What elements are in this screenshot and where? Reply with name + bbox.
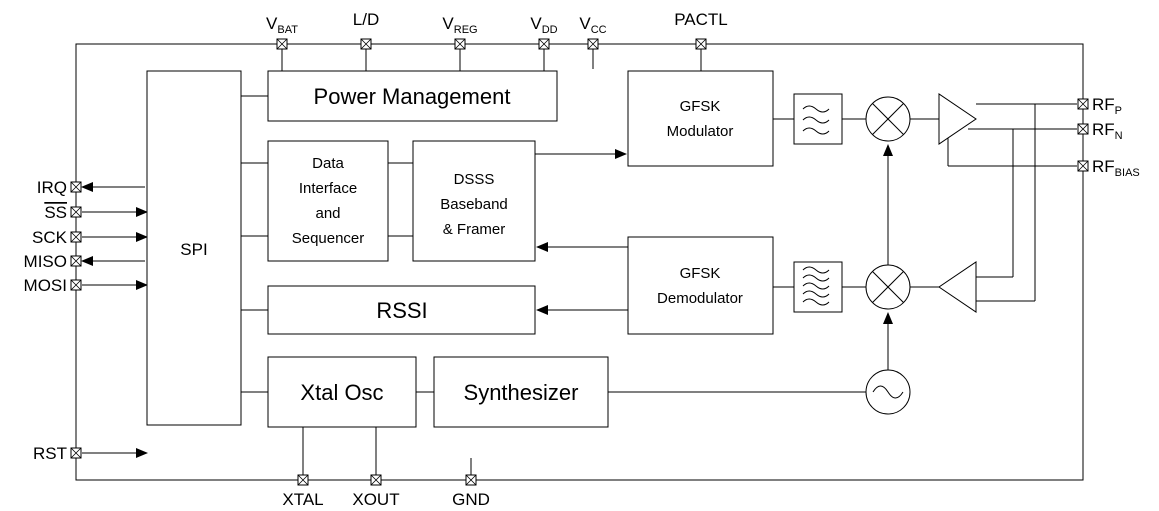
pin-label-rfp: RFP	[1092, 95, 1122, 117]
gfsk-modulator-block: GFSK Modulator	[627, 70, 774, 167]
gfsk-demodulator-block: GFSK Demodulator	[627, 236, 774, 335]
synthesizer-label: Synthesizer	[464, 380, 579, 405]
pin-label-ss: SS	[44, 203, 67, 222]
pin-label-gnd: GND	[452, 490, 490, 509]
tx-mixer-symbol	[865, 96, 911, 142]
pin-label-vdd: VDD	[530, 14, 557, 36]
xtal-osc-label: Xtal Osc	[300, 380, 383, 405]
rssi-label: RSSI	[376, 298, 427, 323]
pin-label-vreg: VREG	[442, 14, 477, 36]
pin-label-rst: RST	[33, 444, 67, 463]
pin-label-mosi: MOSI	[24, 276, 67, 295]
data-interface-block: Data Interface and Sequencer	[267, 140, 389, 262]
power-management-block: Power Management	[267, 70, 558, 122]
spi-label: SPI	[180, 240, 207, 259]
power-management-label: Power Management	[314, 84, 511, 109]
data-interface-line-1: Data	[312, 155, 344, 172]
rssi-block: RSSI	[267, 285, 536, 335]
lna-amplifier-symbol	[938, 261, 977, 313]
pin-label-xtal: XTAL	[282, 490, 323, 509]
pin-label-vbat: VBAT	[266, 14, 298, 36]
dsss-line-3: & Framer	[443, 221, 506, 238]
pin-label-sck: SCK	[32, 228, 68, 247]
local-oscillator-symbol	[865, 369, 911, 415]
rx-filter-symbol	[793, 261, 843, 313]
xtal-osc-block: Xtal Osc	[267, 356, 417, 428]
pin-label-rfbias: RFBIAS	[1092, 157, 1140, 179]
gfsk-modulator-line-2: Modulator	[667, 123, 734, 140]
dsss-line-2: Baseband	[440, 196, 508, 213]
spi-block: SPI	[146, 70, 242, 426]
pin-label-rfn: RFN	[1092, 120, 1123, 142]
pin-label-xout: XOUT	[352, 490, 399, 509]
data-interface-line-4: Sequencer	[292, 230, 365, 247]
pin-label-miso: MISO	[24, 252, 67, 271]
pin-label-irq: IRQ	[37, 178, 67, 197]
dsss-block: DSSS Baseband & Framer	[412, 140, 536, 262]
pin-label-pactl: PACTL	[674, 10, 728, 29]
gfsk-modulator-line-1: GFSK	[680, 98, 721, 115]
rx-mixer-symbol	[865, 264, 911, 310]
gfsk-demodulator-line-1: GFSK	[680, 265, 721, 282]
pa-amplifier-symbol	[938, 93, 977, 145]
gfsk-demodulator-line-2: Demodulator	[657, 290, 743, 307]
data-interface-line-2: Interface	[299, 180, 357, 197]
tx-filter-symbol	[793, 93, 843, 145]
pin-label-vcc: VCC	[579, 14, 606, 36]
data-interface-line-3: and	[315, 205, 340, 222]
dsss-line-1: DSSS	[454, 171, 495, 188]
synthesizer-block: Synthesizer	[433, 356, 609, 428]
pin-label-ld: L/D	[353, 10, 379, 29]
